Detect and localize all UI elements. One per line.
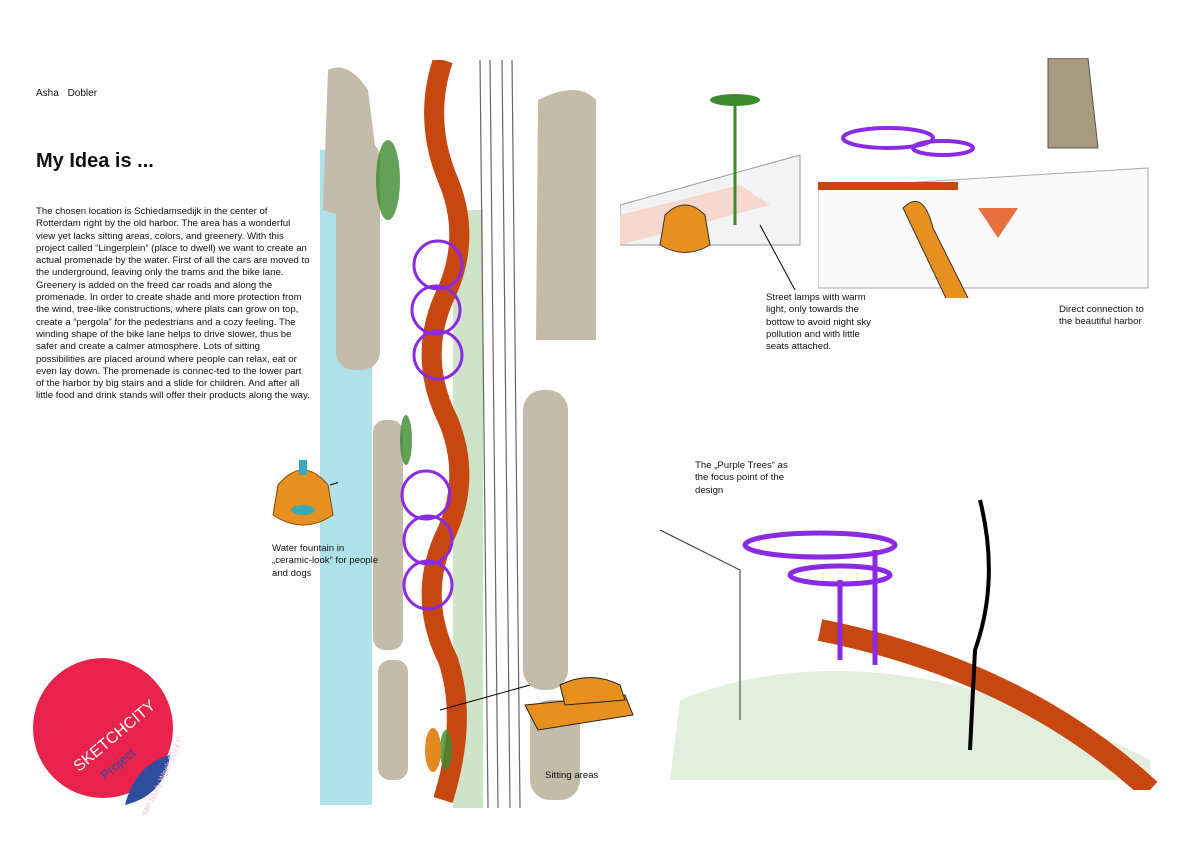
page-title: My Idea is ... [36, 150, 154, 172]
caption-sitting: Sitting areas [545, 770, 599, 781]
caption-fountain: Water fountain in „ceramic-look“ for peo… [272, 543, 379, 579]
fountain-sketch [272, 460, 338, 526]
street-lamp-sketch [620, 94, 801, 291]
caption-harbor: Direct connection to the beautiful harbo… [1059, 304, 1144, 328]
description-text: The chosen location is Schiedamsedijk in… [36, 206, 310, 402]
bench-sketch [440, 677, 634, 731]
caption-purple-trees: The „Purple Trees“ as the focus point of… [695, 460, 788, 496]
sketchcity-sticker-logo: SKETCHCITY Project MMP Study Week 2023 R… [33, 655, 180, 815]
caption-street-lamps: Street lamps with warm light, only towar… [766, 292, 872, 353]
purple-trees-sketch [659, 499, 1158, 790]
harbor-sketch [818, 58, 1149, 298]
author-name: Asha Dobler [36, 88, 98, 99]
